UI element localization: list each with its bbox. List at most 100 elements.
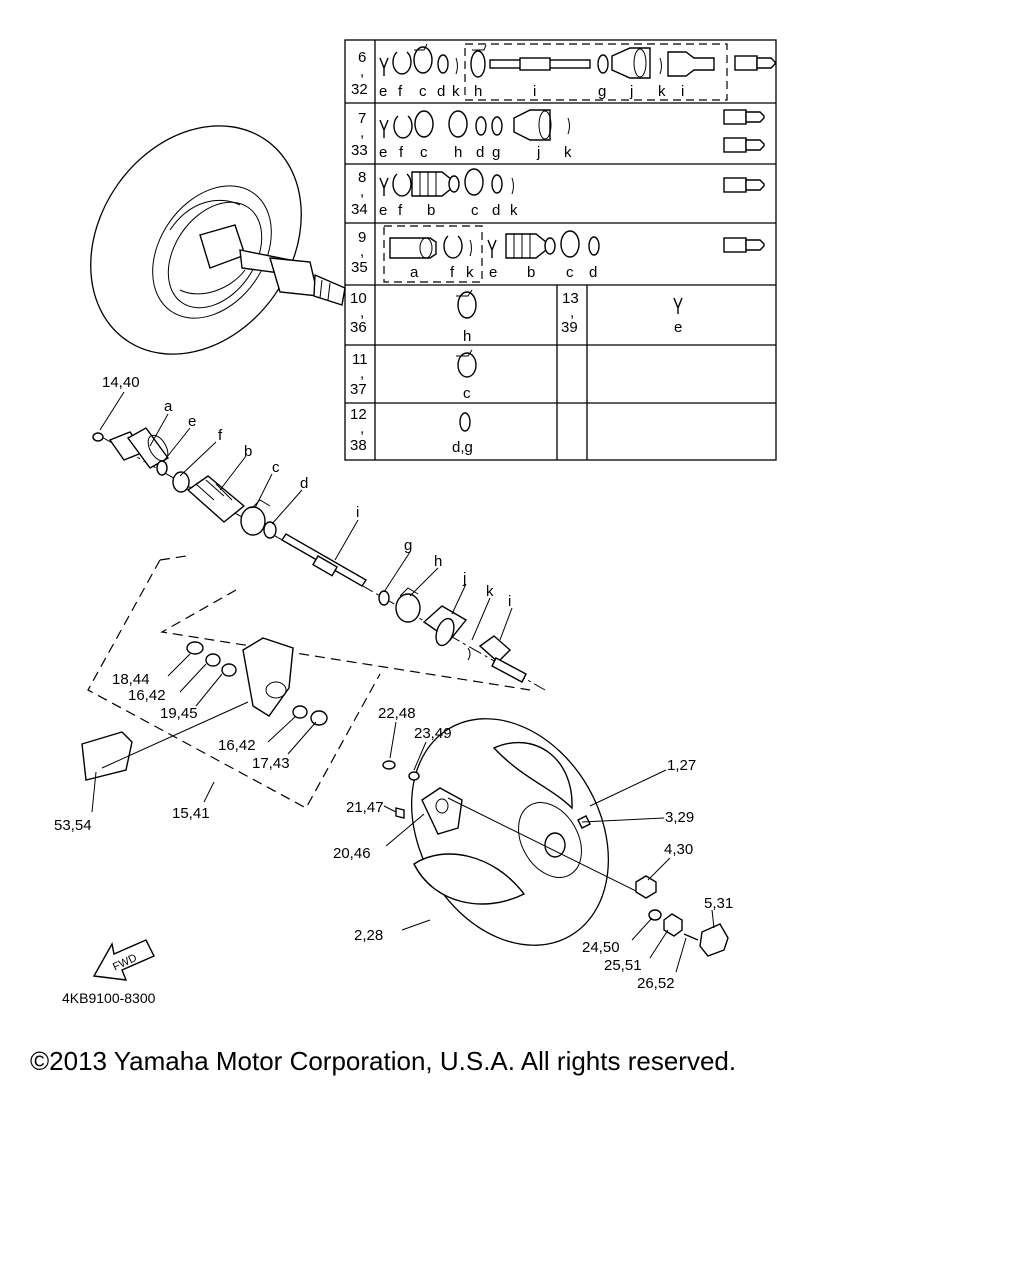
- letter-e: e: [188, 413, 196, 430]
- letter-k: k: [486, 583, 494, 600]
- row-13-sep: ,: [570, 304, 574, 321]
- row-6-letter-c: c: [419, 83, 427, 100]
- row-11-top: 11: [352, 351, 368, 368]
- row-9-letter-f: f: [450, 264, 455, 281]
- row-12-top: 12: [350, 406, 367, 423]
- row-8-letter-b: b: [427, 202, 435, 219]
- parts-diagram: 6 , 32 7 , 33 8 , 34 9 , 35 10 , 36 11 ,…: [54, 39, 777, 1006]
- callout-22-48: 22,48: [378, 705, 416, 722]
- row-10-clamp: [457, 291, 477, 319]
- row-6-letter-i: i: [533, 83, 536, 100]
- callout-24-50: 24,50: [582, 939, 620, 956]
- row-7-letter-e: e: [379, 144, 387, 161]
- row-8-sep: ,: [360, 183, 364, 200]
- row-9-letter-b: b: [527, 264, 535, 281]
- letter-j: j: [462, 570, 466, 587]
- row-7-parts: [379, 109, 765, 153]
- row-12-sep: ,: [360, 420, 364, 437]
- driveshaft-exploded: [92, 427, 546, 691]
- callout-5-31: 5,31: [704, 895, 733, 912]
- leader-lines: [91, 391, 715, 973]
- row-10-top: 10: [350, 290, 367, 307]
- row-6-bottom: 32: [351, 81, 368, 98]
- row-9-letter-d: d: [589, 264, 597, 281]
- row-6-letter-f: f: [398, 83, 403, 100]
- letter-a: a: [164, 398, 173, 415]
- row-7-top: 7: [358, 110, 366, 127]
- row-6-letter-h: h: [474, 83, 482, 100]
- row-6-letter-j: j: [629, 83, 633, 100]
- row-9-top: 9: [358, 229, 366, 246]
- row-13-top: 13: [562, 290, 579, 307]
- row-8-letter-c: c: [471, 202, 479, 219]
- row-13-clip: [673, 297, 683, 314]
- row-6-letter-k2: k: [658, 83, 666, 100]
- row-10-letter-h: h: [463, 328, 471, 345]
- callout-4-30: 4,30: [664, 841, 693, 858]
- row-9-bottom: 35: [351, 259, 368, 276]
- row-7-letter-f: f: [399, 144, 404, 161]
- row-6-sep: ,: [360, 63, 364, 80]
- row-8-letter-e: e: [379, 202, 387, 219]
- row-10-bottom: 36: [350, 319, 367, 336]
- row-7-letter-h: h: [454, 144, 462, 161]
- row-6-top: 6: [358, 49, 366, 66]
- row-10-sep: ,: [360, 304, 364, 321]
- row-11-bottom: 37: [350, 381, 367, 398]
- row-8-letter-f: f: [398, 202, 403, 219]
- row-9-letter-c: c: [566, 264, 574, 281]
- callout-18-44: 18,44: [112, 671, 150, 688]
- letter-c: c: [272, 459, 280, 476]
- callout-16-42b: 16,42: [218, 737, 256, 754]
- row-8-letter-d: d: [492, 202, 500, 219]
- row-13-bottom: 39: [561, 319, 578, 336]
- row-9-letter-e: e: [489, 264, 497, 281]
- callout-26-52: 26,52: [637, 975, 675, 992]
- row-8-bottom: 34: [351, 201, 368, 218]
- letter-b: b: [244, 443, 252, 460]
- row-6-letter-g: g: [598, 83, 606, 100]
- row-7-letter-g: g: [492, 144, 500, 161]
- row-7-bottom: 33: [351, 142, 368, 159]
- row-12-clamp: [459, 412, 471, 432]
- letter-g: g: [404, 537, 412, 554]
- callout-2-28: 2,28: [354, 927, 383, 944]
- row-12-bottom: 38: [350, 437, 367, 454]
- callout-25-51: 25,51: [604, 957, 642, 974]
- row-13-letter-e: e: [674, 319, 682, 336]
- row-9-sep: ,: [360, 243, 364, 260]
- row-8-letter-k: k: [510, 202, 518, 219]
- callout-19-45: 19,45: [160, 705, 198, 722]
- upper-wheel-illustration: [90, 125, 346, 355]
- row-6-letter-k: k: [452, 83, 460, 100]
- row-11-clamp: [457, 352, 477, 378]
- callout-23-49: 23,49: [414, 725, 452, 742]
- letter-i2: i: [508, 593, 511, 610]
- fwd-arrow-icon: FWD: [92, 939, 155, 981]
- callout-21-47: 21,47: [346, 799, 384, 816]
- callout-20-46: 20,46: [333, 845, 371, 862]
- row-11-sep: ,: [360, 365, 364, 382]
- letter-f: f: [218, 427, 223, 444]
- row-6-letter-d: d: [437, 83, 445, 100]
- callout-16-42a: 16,42: [128, 687, 166, 704]
- kit-table: 6 , 32 7 , 33 8 , 34 9 , 35 10 , 36 11 ,…: [344, 39, 777, 461]
- callout-labels: 14,40 a e f b c d i g h j k i 18,44 16,4…: [54, 374, 733, 992]
- row-7-letter-c: c: [420, 144, 428, 161]
- callout-14-40: 14,40: [102, 374, 140, 391]
- row-11-letter-c: c: [463, 385, 471, 402]
- diagram-code: 4KB9100-8300: [62, 990, 156, 1006]
- knuckle-group: [81, 555, 531, 809]
- copyright-notice: ©2013 Yamaha Motor Corporation, U.S.A. A…: [30, 1046, 737, 1076]
- row-6-parts: [379, 43, 776, 79]
- callout-1-27: 1,27: [667, 757, 696, 774]
- row-7-letter-j: j: [536, 144, 540, 161]
- row-7-sep: ,: [360, 124, 364, 141]
- lower-wheel-illustration: [382, 718, 729, 957]
- letter-h: h: [434, 553, 442, 570]
- callout-15-41: 15,41: [172, 805, 210, 822]
- letter-d: d: [300, 475, 308, 492]
- callout-53-54: 53,54: [54, 817, 92, 834]
- row-9-parts: [389, 230, 765, 259]
- row-8-top: 8: [358, 169, 366, 186]
